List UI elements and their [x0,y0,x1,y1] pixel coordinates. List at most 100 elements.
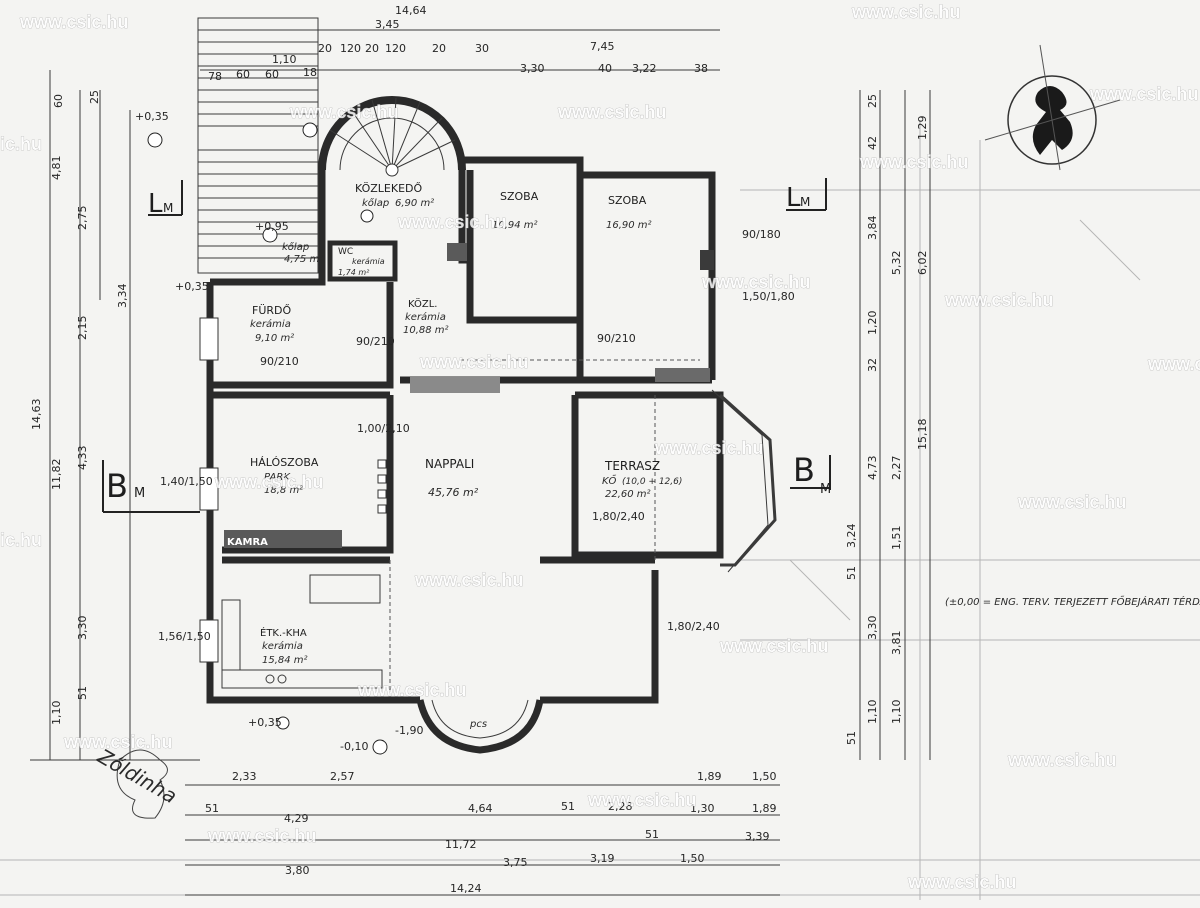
svg-text:120: 120 [385,42,406,55]
svg-text:25: 25 [866,94,879,108]
svg-text:1,10: 1,10 [890,700,903,725]
svg-text:10,88 m²: 10,88 m² [403,325,449,336]
svg-text:6,90 m²: 6,90 m² [395,198,434,209]
svg-text:www.csic.hu: www.csic.hu [907,872,1016,892]
level-6: -1,90 [395,724,423,737]
svg-text:kerámia: kerámia [405,311,446,323]
svg-text:5,32: 5,32 [890,251,903,276]
svg-text:3,81: 3,81 [890,631,903,656]
svg-text:14,63: 14,63 [30,399,43,431]
svg-text:1,00/2,10: 1,00/2,10 [357,422,410,435]
svg-text:3,39: 3,39 [745,830,770,843]
level-markers [147,122,388,755]
svg-text:9,10 m²: 9,10 m² [255,333,294,344]
section-label-l-left: L [148,189,163,219]
svg-text:3,30: 3,30 [866,616,879,641]
svg-text:78: 78 [208,70,222,83]
svg-text:4,75 m²: 4,75 m² [284,254,323,265]
svg-text:2,15: 2,15 [76,316,89,341]
room-wc: WC kerámia 1,74 m² [338,247,385,277]
svg-text:42: 42 [866,136,879,150]
dims-top: 3,45 7,45 20 120 20 120 20 30 3,30 40 3,… [208,4,708,83]
svg-text:3,84: 3,84 [866,216,879,241]
svg-text:1,10: 1,10 [50,701,63,726]
svg-text:www.csic.hu: www.csic.hu [1089,84,1198,104]
svg-text:PARK.: PARK. [264,472,293,483]
dims-openings: 90/210 1,00/2,10 90/210 90/180 1,80/2,40… [158,228,795,643]
svg-text:120: 120 [340,42,361,55]
svg-text:4,64: 4,64 [468,802,493,815]
section-mark-top-left [148,180,183,216]
svg-text:www.csic.hu: www.csic.hu [357,680,466,700]
room-furdo: FÜRDŐ kerámia 9,10 m² [250,303,294,344]
hatched-blocks [224,243,714,548]
svg-text:1,80/2,40: 1,80/2,40 [592,510,645,523]
svg-text:www.csic.hu: www.csic.hu [719,636,828,656]
svg-text:www.csic.hu: www.csic.hu [654,438,763,458]
svg-text:www.csic.hu: www.csic.hu [1007,750,1116,770]
svg-text:www.csic.hu: www.csic.hu [397,212,506,232]
svg-text:51: 51 [205,802,219,815]
room-szoba-1: SZOBA 10,94 m² [492,190,539,231]
svg-text:11,72: 11,72 [445,838,477,851]
svg-text:45,76 m²: 45,76 m² [428,486,479,499]
svg-text:2,28: 2,28 [608,800,633,813]
svg-text:60: 60 [236,68,250,81]
svg-text:3,30: 3,30 [520,62,545,75]
dims-bottom: 2,33 2,57 1,89 1,50 51 4,29 4,64 51 2,28… [205,770,777,895]
svg-text:6,02: 6,02 [916,251,929,276]
svg-text:2,33: 2,33 [232,770,257,783]
west-windows [199,317,387,663]
svg-text:20: 20 [365,42,379,55]
svg-text:TERRASZ: TERRASZ [604,459,660,473]
svg-text:ic.hu: ic.hu [0,530,42,550]
svg-text:kőlap: kőlap [282,241,309,253]
room-szoba-2: SZOBA 16,90 m² [606,194,652,231]
section-label-m-right: M [820,482,831,497]
svg-text:KÖZLEKEDŐ: KÖZLEKEDŐ [355,181,423,195]
svg-text:60: 60 [52,94,65,108]
svg-text:15,84 m²: 15,84 m² [262,655,308,666]
room-nappali: NAPPALI 45,76 m² [425,457,479,499]
svg-text:kerámia: kerámia [352,257,385,266]
svg-text:3,75: 3,75 [503,856,528,869]
level-2: +0,95 [255,220,289,233]
svg-text:www.csic.hu: www.csic.hu [289,102,398,122]
svg-text:22,60 m²: 22,60 m² [605,489,651,500]
section-label-b-right: B [793,451,815,489]
room-etkezo: ÉTK.-KHA kerámia 15,84 m² [260,626,308,666]
svg-text:www.csic.hu: www.csic.hu [701,272,810,292]
room-kolap: kőlap 4,75 m² [282,241,323,265]
svg-text:1,20: 1,20 [866,311,879,336]
svg-text:1,30: 1,30 [690,802,715,815]
svg-text:3,45: 3,45 [375,18,400,31]
svg-text:4,73: 4,73 [866,456,879,481]
dims-left: 4,81 2,75 2,15 3,34 4,33 11,82 14,63 3,3… [30,90,129,725]
room-kozl: KÖZL. kerámia 10,88 m² [403,297,449,336]
svg-text:38: 38 [694,62,708,75]
svg-text:1,56/1,50: 1,56/1,50 [158,630,211,643]
entrance-stairs [197,17,319,274]
svg-text:1,80/2,40: 1,80/2,40 [667,620,720,633]
signature: Zőldinha [93,743,182,808]
svg-text:FÜRDŐ: FÜRDŐ [252,303,291,317]
svg-text:1,10: 1,10 [272,53,297,66]
section-label-l-right: L [786,183,801,213]
svg-text:www.csic.hu: www.csic.hu [1017,492,1126,512]
svg-text:51: 51 [845,566,858,580]
svg-text:www.csic.hu: www.csic.hu [63,732,172,752]
svg-text:16,90 m²: 16,90 m² [606,220,652,231]
kitchen-fittings [221,574,383,689]
north-arrow-icon [984,44,1121,171]
section-label-b-left: B [106,467,128,505]
svg-text:1,29: 1,29 [916,116,929,141]
svg-text:ic.hu: ic.hu [0,134,42,154]
svg-text:7,45: 7,45 [590,40,615,53]
section-mark-left [102,460,200,513]
svg-text:KŐ: KŐ [602,473,617,487]
svg-text:2,75: 2,75 [76,206,89,231]
room-kozlekedo: KÖZLEKEDŐ kőlap 6,90 m² [355,181,434,209]
svg-text:51: 51 [561,800,575,813]
svg-text:1,50: 1,50 [752,770,777,783]
svg-text:WC: WC [338,247,353,257]
